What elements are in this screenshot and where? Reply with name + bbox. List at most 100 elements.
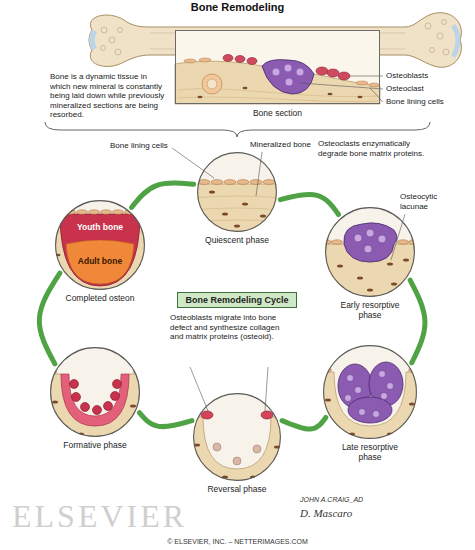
- early-resorptive-art: [321, 240, 420, 244]
- formative-art: [45, 342, 145, 442]
- completed-osteon-art: [65, 210, 136, 214]
- circle-outline: [50, 347, 140, 437]
- cycle-arrow: [280, 194, 338, 214]
- bone-section-art: [207, 79, 217, 89]
- bone-section-art: [328, 93, 333, 95]
- formative-art: [70, 380, 122, 415]
- early-resorptive-art: [364, 245, 372, 253]
- completed-osteon-art: [50, 195, 150, 299]
- bone-section-art: [273, 69, 280, 76]
- reversal-art: [233, 457, 241, 465]
- bone-section-art: [316, 67, 328, 75]
- quiescent-art: [250, 180, 262, 185]
- bone-section-art: [369, 83, 379, 87]
- formative-art: [61, 374, 129, 426]
- reversal-art: [213, 443, 261, 465]
- completed-osteon-art: [50, 214, 150, 299]
- quiescent-art: [204, 225, 210, 228]
- circle-outline: [326, 208, 415, 297]
- completed-osteon-art: [101, 210, 112, 214]
- femur: [451, 24, 460, 58]
- phase-label: Completed osteon: [55, 293, 145, 303]
- late-resorptive-art: [379, 371, 386, 378]
- reversal-art: [201, 411, 213, 419]
- quiescent-art: [263, 180, 275, 185]
- bone-section-art: [338, 72, 350, 80]
- leader-line: [172, 76, 405, 411]
- early-resorptive-art: [387, 263, 393, 266]
- late-resorptive-art: [373, 411, 380, 418]
- femur: [430, 48, 435, 53]
- bone-section-art: [223, 55, 233, 62]
- watermark: ELSEVIER: [12, 500, 272, 532]
- femur: [118, 28, 123, 33]
- reversal-art: [187, 417, 287, 487]
- late-resorptive-art: [320, 342, 420, 442]
- reversal-art: [187, 387, 287, 487]
- quiescent-art: [192, 184, 282, 239]
- early-resorptive-art: [331, 283, 337, 286]
- reversal-art: [188, 413, 286, 417]
- bone-section-art: [286, 79, 293, 86]
- femur: [425, 23, 431, 29]
- phase-circle: Late resorptive phase: [323, 345, 417, 439]
- formative-art: [104, 402, 113, 411]
- reversal-art: [213, 443, 221, 451]
- reversal-art: [187, 387, 287, 487]
- phase-circle: Youth boneAdult boneCompleted osteon: [55, 200, 145, 290]
- phase-circle: Quiescent phase: [197, 152, 277, 232]
- bone-section-art: [175, 30, 380, 104]
- femur: [442, 20, 447, 25]
- bone-section-art: [175, 30, 380, 104]
- callout-label: Bone lining cells: [386, 97, 466, 107]
- circle-outline: [325, 207, 415, 297]
- quiescent-art: [211, 180, 223, 185]
- quiescent-art: [198, 180, 275, 185]
- completed-osteon-art: [66, 240, 134, 284]
- formative-art: [45, 342, 145, 442]
- circle-outline: [197, 152, 277, 232]
- signature: JOHN A.CRAIG_AD: [300, 496, 420, 504]
- phase-circle: Formative phase: [50, 347, 140, 437]
- quiescent-art: [242, 203, 248, 206]
- completed-osteon-art: [113, 210, 124, 214]
- femur: [115, 49, 121, 55]
- quiescent-art: [204, 191, 266, 228]
- bone-section-art: [202, 74, 222, 94]
- reversal-art: [276, 413, 286, 417]
- completed-osteon-art: [77, 210, 88, 214]
- quiescent-art: [260, 215, 266, 218]
- phase-circle: Reversal phase: [193, 393, 281, 481]
- note-text: Bone is a dynamic tissue in which new mi…: [50, 72, 168, 120]
- quiescent-art: [192, 147, 282, 239]
- reversal-art: [201, 411, 273, 419]
- bone-section-art: [262, 60, 314, 94]
- note-text: Osteoclasts enzymatically degrade bone m…: [318, 139, 440, 158]
- early-resorptive-art: [332, 240, 343, 244]
- bone-section-art: [285, 65, 292, 72]
- phase-circle: Early resorptive phase: [325, 207, 415, 297]
- reversal-art: [253, 445, 261, 453]
- early-resorptive-art: [378, 235, 386, 243]
- bone-section-art: [358, 96, 363, 98]
- late-resorptive-art: [320, 342, 420, 442]
- late-resorptive-art: [387, 383, 394, 390]
- early-resorptive-art: [354, 234, 362, 242]
- callout-label: Bone lining cells: [110, 141, 190, 151]
- bone-section-art: [243, 87, 248, 89]
- quiescent-art: [222, 213, 228, 216]
- formative-art: [70, 380, 79, 389]
- frame-caption: Bone section: [228, 108, 328, 118]
- section-frame: Bone section: [175, 30, 380, 104]
- callout-label: Osteocytic lacunae: [400, 192, 460, 211]
- circle-outline: [323, 345, 417, 439]
- formative-art: [45, 374, 145, 442]
- formative-art: [46, 370, 145, 374]
- leader-line: [350, 76, 383, 77]
- early-resorptive-art: [344, 223, 397, 262]
- callout-label: Osteoclast: [386, 84, 466, 94]
- signature: D. Mascaro: [300, 507, 420, 520]
- early-resorptive-art: [320, 202, 420, 302]
- femur: [443, 49, 449, 55]
